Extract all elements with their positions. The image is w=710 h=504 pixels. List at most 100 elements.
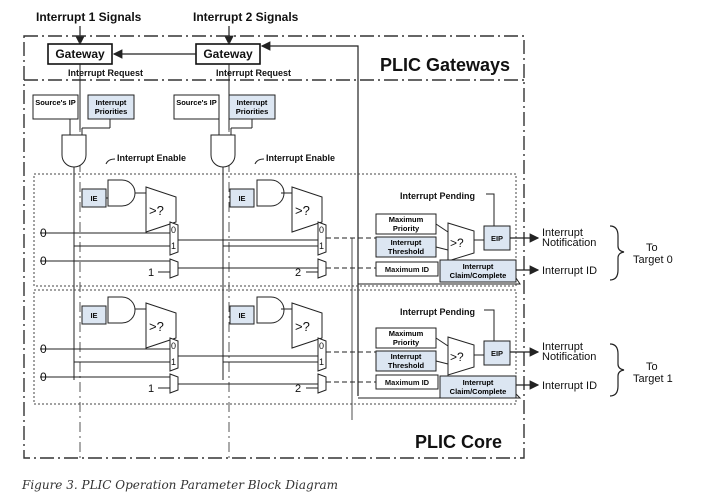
source-id-1: 1 bbox=[148, 383, 154, 395]
interrupt-enable-1-label: Interrupt Enable bbox=[117, 153, 186, 163]
compare-label: >? bbox=[295, 319, 310, 334]
source-ip-1-box bbox=[32, 94, 79, 120]
enable-and-gate bbox=[256, 179, 285, 207]
threshold-comparator bbox=[447, 336, 475, 376]
compare-label: >? bbox=[450, 236, 464, 250]
mux-one: 1 bbox=[171, 357, 176, 367]
mux-one: 1 bbox=[171, 241, 176, 251]
priorities-1-box bbox=[87, 94, 135, 120]
compare-label: >? bbox=[450, 350, 464, 364]
figure-caption: Figure 3. PLIC Operation Parameter Block… bbox=[22, 478, 338, 492]
claim-complete-box[interactable] bbox=[439, 259, 517, 283]
eip-box bbox=[483, 225, 511, 251]
priority-comparator bbox=[145, 186, 177, 233]
gateway-and-gate-1 bbox=[61, 134, 87, 168]
source-ip-2-box bbox=[173, 94, 220, 120]
mux bbox=[169, 337, 179, 372]
ie-label: IE bbox=[238, 311, 245, 320]
source-ip-2-label: Source's IP bbox=[176, 98, 217, 107]
input-zero: 0 bbox=[40, 226, 47, 240]
mux bbox=[169, 221, 179, 256]
interrupt-id-label: Interrupt ID bbox=[542, 380, 597, 392]
interrupt-notification-label-0a: Interrupt bbox=[542, 227, 583, 239]
ie-label: IE bbox=[90, 311, 97, 320]
max-id-label: Maximum ID bbox=[385, 265, 430, 274]
target-0-region bbox=[33, 173, 517, 287]
interrupt-2-signals-label: Interrupt 2 Signals bbox=[193, 10, 299, 24]
priority-comparator bbox=[291, 302, 323, 349]
source-id-1: 1 bbox=[148, 267, 154, 279]
max-priority-label: Maximum Priority bbox=[388, 329, 424, 347]
priorities-2-label: Interrupt Priorities bbox=[235, 98, 269, 116]
max-id-box bbox=[375, 261, 439, 277]
interrupt-id-label: Interrupt ID bbox=[542, 265, 597, 277]
mux-one: 1 bbox=[319, 241, 324, 251]
target-0-label: Target 0 bbox=[633, 254, 673, 266]
interrupt-1-signals-label: Interrupt 1 Signals bbox=[36, 10, 142, 24]
priority-comparator bbox=[291, 186, 323, 233]
source-ip-1-label: Source's IP bbox=[35, 98, 76, 107]
claim-complete-label: Interrupt Claim/Complete bbox=[449, 378, 507, 396]
interrupt-notification-label-0b: Notification bbox=[542, 237, 596, 249]
ie-box bbox=[81, 305, 107, 325]
priorities-1-label: Interrupt Priorities bbox=[94, 98, 128, 116]
interrupt-notification-label-1b: Notification bbox=[542, 351, 596, 363]
input-zero: 0 bbox=[40, 254, 47, 268]
threshold-label: Interrupt Threshold bbox=[387, 352, 425, 370]
interrupt-pending-label: Interrupt Pending bbox=[400, 307, 475, 317]
to-label: To bbox=[646, 242, 658, 254]
gateway-2-label: Gateway bbox=[203, 47, 253, 61]
eip-box bbox=[483, 340, 511, 366]
mux bbox=[317, 221, 327, 256]
gateway-1-label: Gateway bbox=[55, 47, 105, 61]
ie-box bbox=[229, 305, 255, 325]
interrupt-notification-label-1a: Interrupt bbox=[542, 341, 583, 353]
ie-box bbox=[229, 188, 255, 208]
mux-zero: 0 bbox=[319, 341, 324, 351]
priorities-2-box bbox=[228, 94, 276, 120]
eip-label: EIP bbox=[491, 349, 503, 358]
input-zero: 0 bbox=[40, 370, 47, 384]
compare-label: >? bbox=[149, 203, 164, 218]
interrupt-enable-2-label: Interrupt Enable bbox=[266, 153, 335, 163]
mux-zero: 0 bbox=[171, 225, 176, 235]
input-zero: 0 bbox=[40, 342, 47, 356]
eip-label: EIP bbox=[491, 234, 503, 243]
compare-label: >? bbox=[295, 203, 310, 218]
priority-comparator bbox=[145, 302, 177, 349]
mux-one: 1 bbox=[319, 357, 324, 367]
gateway-and-gate-2 bbox=[210, 134, 236, 168]
mux bbox=[169, 258, 179, 279]
target-0-brace bbox=[609, 225, 625, 281]
target-1-label: Target 1 bbox=[633, 373, 673, 385]
ie-label: IE bbox=[238, 194, 245, 203]
plic-core-title: PLIC Core bbox=[415, 432, 502, 452]
mux bbox=[317, 337, 327, 372]
enable-and-gate bbox=[107, 296, 136, 324]
enable-and-gate bbox=[256, 296, 285, 324]
compare-label: >? bbox=[149, 319, 164, 334]
interrupt-request-1-label: Interrupt Request bbox=[68, 68, 143, 78]
source-id-2: 2 bbox=[295, 383, 301, 395]
claim-complete-label: Interrupt Claim/Complete bbox=[449, 262, 507, 280]
max-priority-label: Maximum Priority bbox=[388, 215, 424, 233]
max-id-label: Maximum ID bbox=[385, 378, 430, 387]
mux bbox=[317, 258, 327, 279]
mux-zero: 0 bbox=[171, 341, 176, 351]
plic-outer-boundary bbox=[23, 35, 525, 459]
target-1-region bbox=[33, 289, 517, 405]
mux bbox=[317, 373, 327, 394]
mux-zero: 0 bbox=[319, 225, 324, 235]
mux bbox=[169, 373, 179, 394]
ie-label: IE bbox=[90, 194, 97, 203]
target-1-brace bbox=[609, 343, 625, 397]
interrupt-request-2-label: Interrupt Request bbox=[216, 68, 291, 78]
plic-gateways-title: PLIC Gateways bbox=[380, 55, 510, 75]
max-id-box bbox=[375, 374, 439, 390]
interrupt-pending-label: Interrupt Pending bbox=[400, 191, 475, 201]
to-label: To bbox=[646, 361, 658, 373]
threshold-label: Interrupt Threshold bbox=[387, 238, 425, 256]
source-id-2: 2 bbox=[295, 267, 301, 279]
threshold-comparator bbox=[447, 222, 475, 262]
